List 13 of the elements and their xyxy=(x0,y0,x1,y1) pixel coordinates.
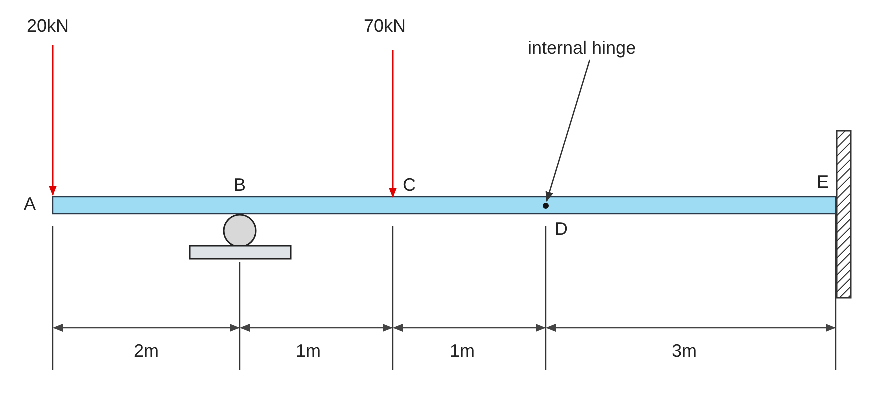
annotation-text: internal hinge xyxy=(528,38,636,58)
load-label: 70kN xyxy=(364,16,406,36)
load-label: 20kN xyxy=(27,16,70,36)
dimension-label: 1m xyxy=(296,341,322,361)
leader-line xyxy=(546,60,591,202)
point-label: C xyxy=(403,175,416,195)
point-label: A xyxy=(24,194,36,214)
dimension-label: 1m xyxy=(450,341,476,361)
dimension-label: 3m xyxy=(672,341,698,361)
point-label: D xyxy=(555,219,568,239)
point-label: E xyxy=(817,172,830,192)
dimension-label: 2m xyxy=(134,341,160,361)
point-label: B xyxy=(234,175,246,195)
